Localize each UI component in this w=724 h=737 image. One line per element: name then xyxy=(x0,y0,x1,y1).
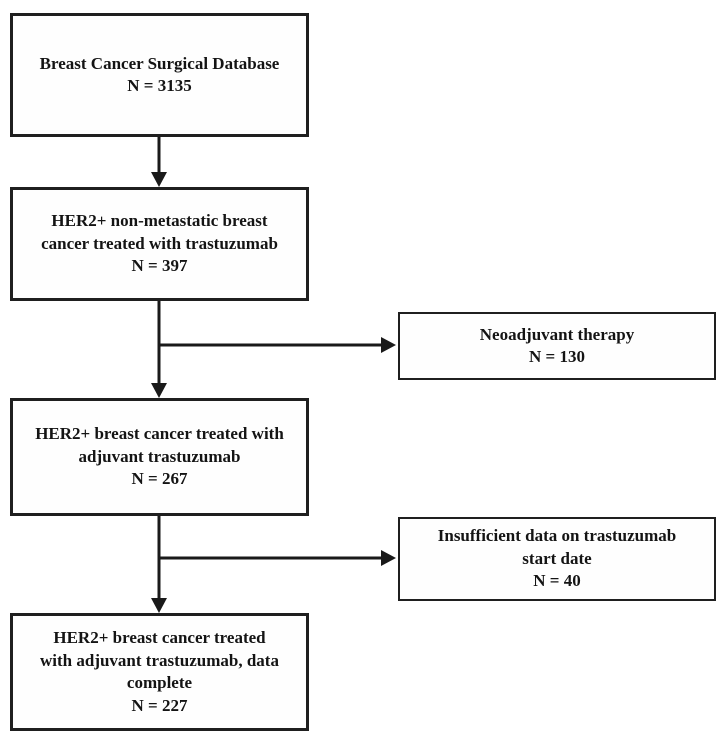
node-surgical-database: Breast Cancer Surgical Database N = 3135 xyxy=(10,13,309,137)
arrow-branch-to-insufficient xyxy=(159,550,396,566)
node-surgical-database-label: Breast Cancer Surgical Database N = 3135 xyxy=(39,53,280,96)
node-data-complete-label: HER2+ breast cancer treated with adjuvan… xyxy=(40,628,279,715)
arrow-branch-to-neoadjuvant xyxy=(159,337,396,353)
node-insufficient-data-excluded: Insufficient data on trastuzumab start d… xyxy=(398,517,716,601)
node-adjuvant-trastuzumab-label: HER2+ breast cancer treated with adjuvan… xyxy=(35,424,284,489)
node-data-complete: HER2+ breast cancer treated with adjuvan… xyxy=(10,613,309,731)
node-insufficient-data-excluded-label: Insufficient data on trastuzumab start d… xyxy=(437,526,677,591)
arrow-her2-to-adjuvant xyxy=(151,301,167,398)
node-adjuvant-trastuzumab: HER2+ breast cancer treated with adjuvan… xyxy=(10,398,309,516)
node-neoadjuvant-excluded: Neoadjuvant therapy N = 130 xyxy=(398,312,716,380)
arrow-database-to-her2 xyxy=(151,137,167,187)
arrow-adjuvant-to-complete xyxy=(151,516,167,613)
node-neoadjuvant-excluded-label: Neoadjuvant therapy N = 130 xyxy=(479,324,635,367)
node-her2-nonmetastatic: HER2+ non-metastatic breast cancer treat… xyxy=(10,187,309,301)
node-her2-nonmetastatic-label: HER2+ non-metastatic breast cancer treat… xyxy=(41,211,278,276)
